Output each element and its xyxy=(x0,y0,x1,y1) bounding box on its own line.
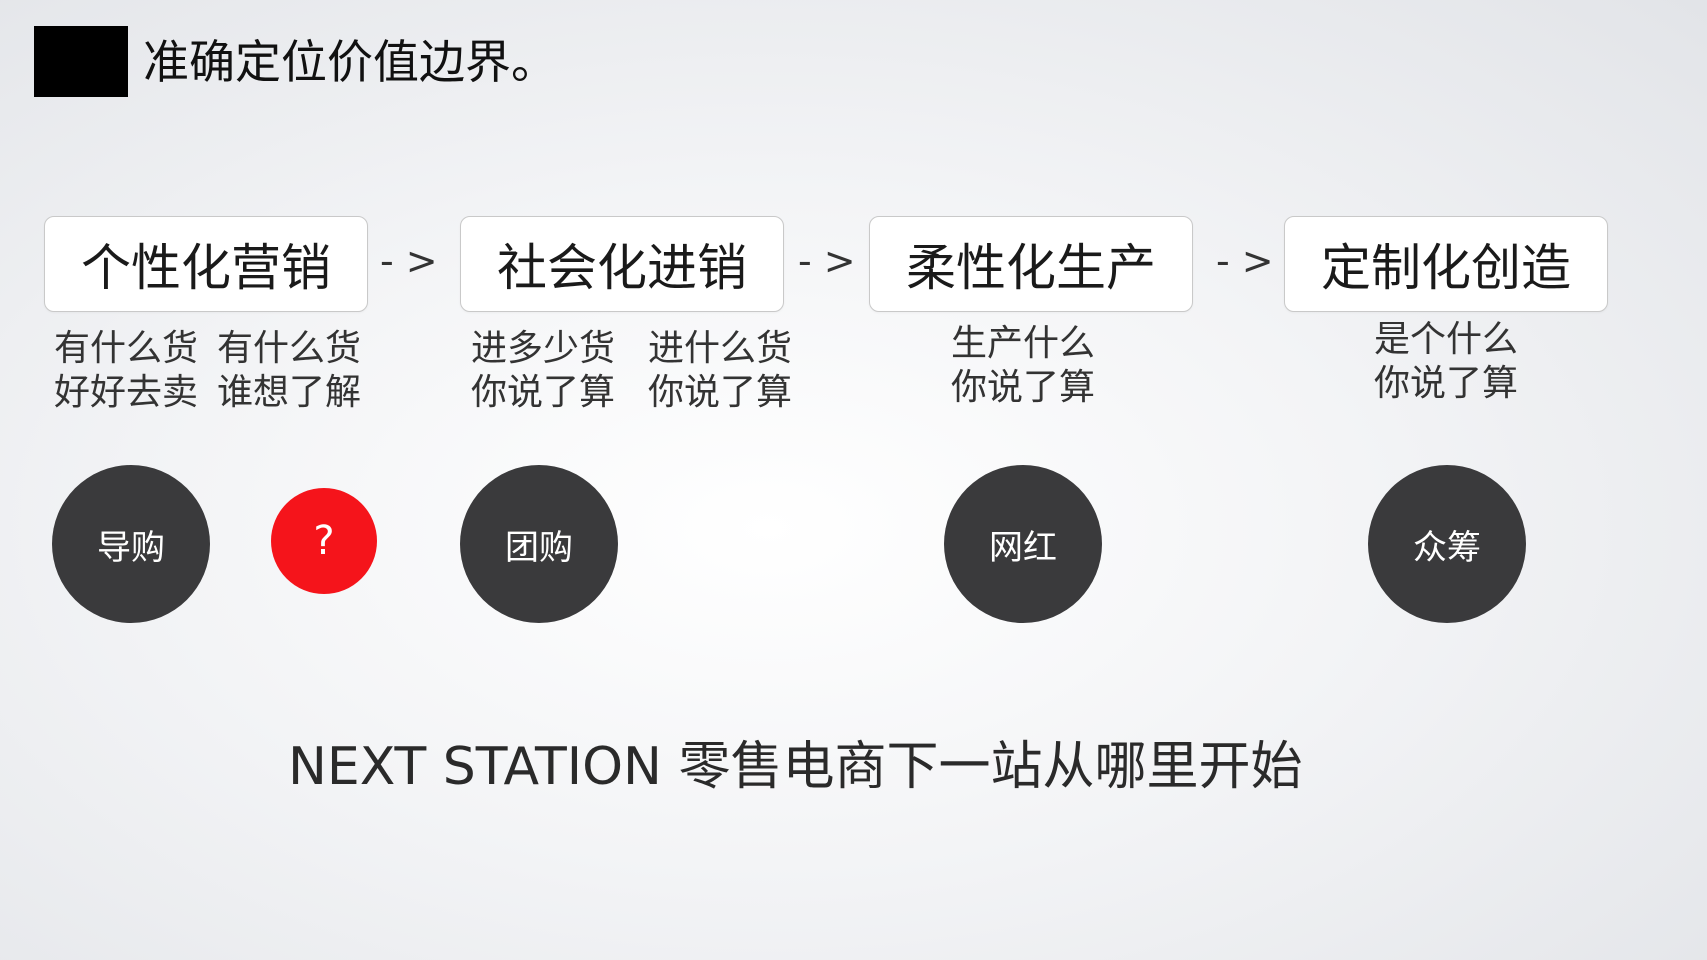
description-line: 你说了算 xyxy=(951,367,1096,408)
description-line: 进什么货 xyxy=(648,328,793,369)
circle-shopping-guide: 导购 xyxy=(52,465,210,623)
description-line: 生产什么 xyxy=(951,323,1096,364)
circle-crowdfunding: 众筹 xyxy=(1368,465,1526,623)
description-line: 有什么货 xyxy=(217,328,362,369)
description-line: 你说了算 xyxy=(471,372,616,413)
description-line: 好好去卖 xyxy=(54,372,199,413)
circle-group-buying: 团购 xyxy=(460,465,618,623)
footer-headline: NEXT STATION 零售电商下一站从哪里开始 xyxy=(288,737,1303,797)
page-title: 准确定位价值边界。 xyxy=(143,35,557,89)
stage-description: 生产什么 你说了算 xyxy=(951,322,1095,410)
circle-internet-celebrity: 网红 xyxy=(944,465,1102,623)
stage-description: 是个什么 你说了算 xyxy=(1374,318,1518,406)
stage-box-flexible-production: 柔性化生产 xyxy=(869,216,1193,312)
stage-box-personalized-marketing: 个性化营销 xyxy=(44,216,368,312)
description-line: 你说了算 xyxy=(648,372,793,413)
stage-description: 进什么货 你说了算 xyxy=(648,327,792,415)
description-line: 你说了算 xyxy=(1374,363,1519,404)
description-line: 是个什么 xyxy=(1374,319,1519,360)
circle-question-mark: ? xyxy=(271,488,377,594)
stage-description: 进多少货 你说了算 xyxy=(471,327,615,415)
description-line: 有什么货 xyxy=(54,328,199,369)
stage-box-custom-creation: 定制化创造 xyxy=(1284,216,1608,312)
flow-arrow-1: - > xyxy=(380,239,438,283)
flow-arrow-3: - > xyxy=(1216,239,1274,283)
description-line: 谁想了解 xyxy=(217,372,362,413)
stage-description: 有什么货 谁想了解 xyxy=(217,327,361,415)
title-marker-block xyxy=(34,26,128,97)
description-line: 进多少货 xyxy=(471,328,616,369)
flow-arrow-2: - > xyxy=(798,239,856,283)
stage-box-social-distribution: 社会化进销 xyxy=(460,216,784,312)
stage-description: 有什么货 好好去卖 xyxy=(54,327,198,415)
